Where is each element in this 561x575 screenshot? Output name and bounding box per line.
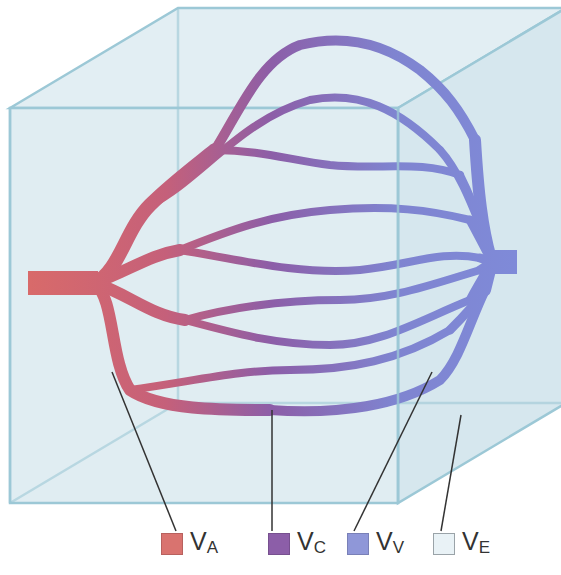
legend-swatch (433, 533, 455, 555)
legend-label: VE (462, 529, 490, 560)
legend-label: VC (297, 529, 326, 560)
vessel-network (28, 40, 517, 411)
legend-label: VV (376, 529, 404, 560)
legend-label: VA (190, 529, 218, 560)
legend-swatch (347, 533, 369, 555)
cube-front-edges (10, 108, 398, 503)
tissue-cube (10, 8, 561, 503)
leader-lines (112, 372, 461, 531)
legend-swatch (161, 533, 183, 555)
legend-swatch (268, 533, 290, 555)
